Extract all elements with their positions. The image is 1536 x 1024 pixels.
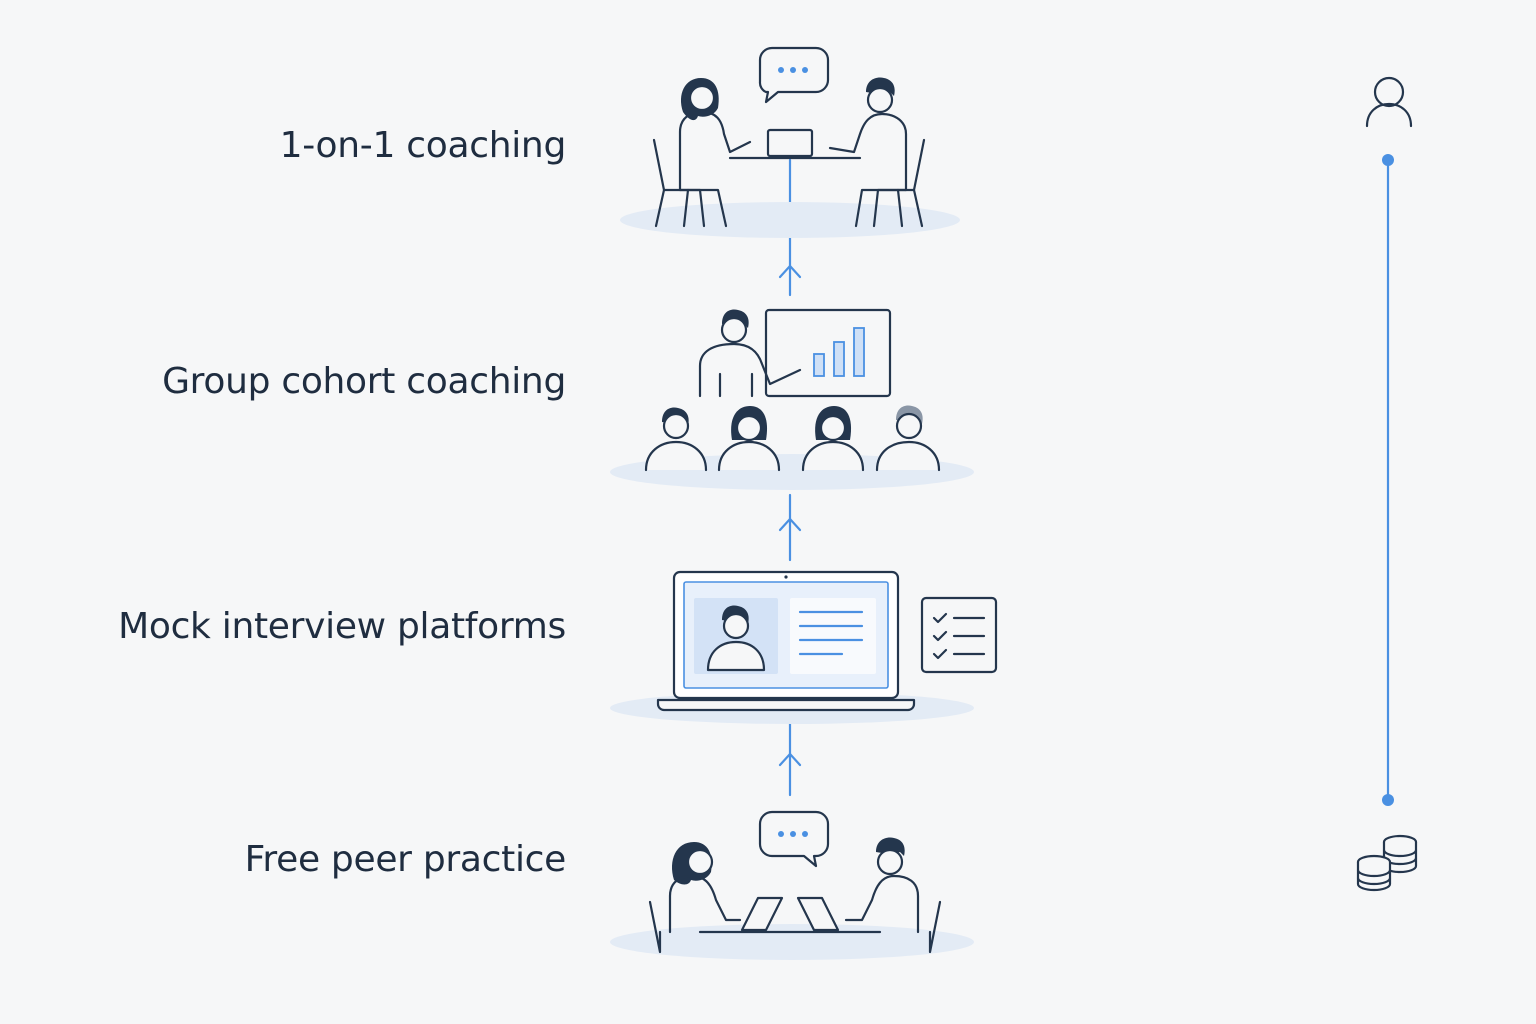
arrow-up-icon bbox=[778, 493, 802, 562]
speech-bubble-icon bbox=[758, 46, 830, 104]
peer-practice-illustration bbox=[610, 810, 974, 960]
presenter-icon bbox=[698, 309, 802, 398]
tier-label-free-peer-practice: Free peer practice bbox=[244, 839, 567, 880]
audience-member-icon bbox=[644, 407, 708, 472]
audience-member-icon bbox=[801, 406, 865, 472]
scale-bottom-dot bbox=[1382, 794, 1394, 806]
cost-scale bbox=[1356, 76, 1418, 892]
audience-member-icon bbox=[875, 405, 941, 472]
arrow-up-icon bbox=[778, 710, 802, 797]
woman-icon bbox=[652, 78, 752, 228]
coins-icon bbox=[1356, 834, 1418, 892]
one-on-one-coaching-illustration bbox=[620, 46, 960, 238]
man-icon bbox=[828, 77, 926, 228]
laptop-icon bbox=[656, 570, 916, 712]
video-participant-icon bbox=[706, 605, 766, 672]
group-cohort-illustration bbox=[610, 308, 974, 490]
audience-member-icon bbox=[717, 406, 781, 472]
mock-interview-illustration bbox=[610, 570, 998, 724]
tier-label-mock-interview-platforms: Mock interview platforms bbox=[118, 606, 566, 647]
woman-icon bbox=[648, 842, 784, 954]
speech-bubble-icon bbox=[758, 810, 830, 868]
scale-top-dot bbox=[1382, 154, 1394, 166]
presentation-board bbox=[764, 308, 892, 398]
checklist-icon bbox=[920, 596, 998, 674]
tier-label-1-on-1-coaching: 1-on-1 coaching bbox=[279, 125, 567, 166]
man-icon bbox=[796, 837, 942, 954]
tier-label-group-cohort-coaching: Group cohort coaching bbox=[162, 361, 566, 402]
person-icon bbox=[1365, 76, 1413, 128]
